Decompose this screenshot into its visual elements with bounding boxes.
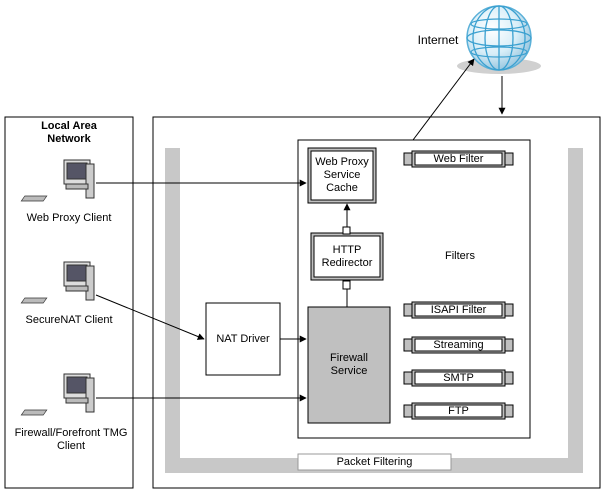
internet-globe-icon — [457, 5, 541, 74]
web-proxy-cache-label: Web Proxy Service Cache — [311, 151, 373, 200]
smtp-label: SMTP — [443, 371, 474, 384]
web-proxy-client-label: Web Proxy Client — [26, 212, 112, 224]
smtp-plug — [403, 369, 514, 387]
firewall-client-label-line2: Client — [56, 440, 86, 452]
lan-title-line2: Network — [47, 133, 91, 145]
firewall-service-label: Firewall Service — [308, 340, 390, 390]
securenat-client-label: SecureNAT Client — [25, 314, 113, 326]
ftp-label: FTP — [448, 404, 469, 417]
streaming-plug — [403, 336, 514, 354]
web-filter-label: Web Filter — [433, 152, 484, 165]
securenat-client-computer-icon — [20, 261, 95, 304]
cache-to-internet-arrow — [412, 58, 475, 141]
internet-label: Internet — [417, 33, 459, 47]
web-proxy-cache-line2: Service — [323, 169, 361, 181]
firewall-service-line2: Service — [330, 365, 368, 377]
firewall-client-label-line1: Firewall/Forefront TMG — [14, 427, 128, 439]
nat-driver-label: NAT Driver — [216, 332, 270, 345]
web-proxy-cache-line3: Cache — [326, 182, 358, 194]
http-redirector-line1: HTTP — [332, 243, 362, 256]
firewall-service-line1: Firewall — [330, 352, 368, 364]
firewall-client-label: Firewall/Forefront TMG Client — [8, 427, 134, 453]
ftp-plug — [403, 402, 514, 420]
firewall-service-box — [307, 306, 391, 424]
lan-title-line1: Local Area — [41, 120, 97, 132]
web-filter-plug — [403, 150, 514, 168]
streaming-label: Streaming — [433, 338, 484, 351]
lan-title: Local Area Network — [5, 120, 133, 146]
filters-heading: Filters — [445, 250, 475, 262]
web-proxy-cache-line1: Web Proxy — [315, 156, 369, 168]
nat-driver-box — [205, 302, 281, 376]
http-redirector-label: HTTP Redirector — [314, 236, 380, 277]
packet-filtering-box — [297, 453, 452, 471]
web-proxy-client-computer-icon — [20, 159, 95, 202]
packet-filtering-label: Packet Filtering — [336, 456, 413, 468]
http-redirector-line2: Redirector — [321, 256, 373, 269]
firewall-client-computer-icon — [20, 373, 95, 416]
isapi-filter-label: ISAPI Filter — [430, 303, 487, 316]
isapi-filter-plug — [403, 301, 514, 319]
securenat-client-arrow — [95, 294, 205, 340]
